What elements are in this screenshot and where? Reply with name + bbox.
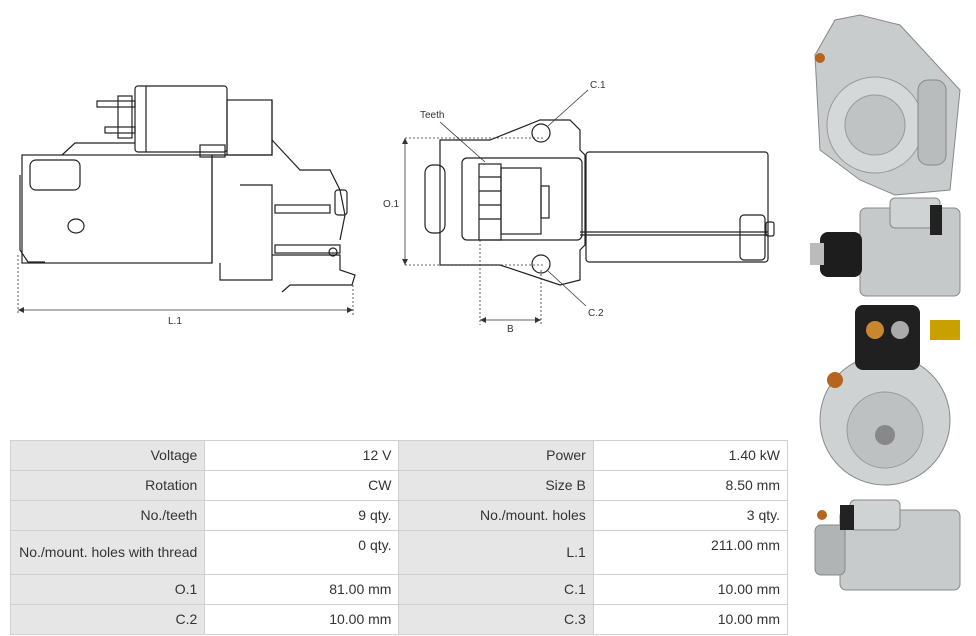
starter-motor-side-photo-2[interactable] bbox=[814, 499, 961, 591]
spec-key: C.3 bbox=[398, 604, 594, 635]
starter-motor-front-photo[interactable] bbox=[814, 14, 961, 196]
dim-label-c2: C.2 bbox=[588, 308, 604, 319]
spec-key: Size B bbox=[398, 470, 594, 501]
table-row: Rotation CW Size B 8.50 mm bbox=[9, 470, 789, 501]
spec-value: 10.00 mm bbox=[592, 574, 789, 605]
spec-key: No./mount. holes with thread bbox=[9, 530, 206, 575]
spec-key: C.1 bbox=[398, 574, 594, 605]
dim-label-teeth: Teeth bbox=[420, 110, 444, 121]
starter-front-view bbox=[424, 119, 775, 286]
table-row: C.2 10.00 mm C.3 10.00 mm bbox=[9, 604, 789, 635]
dim-label-c1: C.1 bbox=[590, 80, 606, 91]
dim-label-l1: L.1 bbox=[168, 316, 182, 327]
spec-value: 1.40 kW bbox=[592, 440, 789, 471]
spec-value: 10.00 mm bbox=[204, 604, 400, 635]
starter-motor-side-photo[interactable] bbox=[810, 197, 961, 297]
spec-key: L.1 bbox=[398, 530, 594, 575]
spec-value: 8.50 mm bbox=[592, 470, 789, 501]
spec-key: Voltage bbox=[9, 440, 206, 471]
dim-label-o1: O.1 bbox=[383, 199, 400, 210]
table-row: No./teeth 9 qty. No./mount. holes 3 qty. bbox=[9, 500, 789, 531]
spec-value: 81.00 mm bbox=[204, 574, 400, 605]
spec-key: No./teeth bbox=[9, 500, 206, 531]
table-row: No./mount. holes with thread 0 qty. L.1 … bbox=[9, 530, 789, 575]
spec-key: Rotation bbox=[9, 470, 206, 501]
spec-key: O.1 bbox=[9, 574, 206, 605]
product-photos bbox=[810, 14, 961, 591]
spec-key: Power bbox=[398, 440, 594, 471]
spec-value: 10.00 mm bbox=[592, 604, 789, 635]
specs-table: Voltage 12 V Power 1.40 kW Rotation CW S… bbox=[9, 440, 789, 635]
spec-value: 9 qty. bbox=[204, 500, 400, 531]
starter-motor-rear-photo[interactable] bbox=[819, 305, 960, 486]
table-row: O.1 81.00 mm C.1 10.00 mm bbox=[9, 574, 789, 605]
spec-value: 3 qty. bbox=[592, 500, 789, 531]
starter-side-view bbox=[19, 85, 356, 293]
spec-value: 0 qty. bbox=[204, 530, 400, 575]
dim-label-b: B bbox=[507, 324, 514, 335]
spec-value: CW bbox=[204, 470, 400, 501]
technical-drawing: L.1 O.1 B C.1 C.2 Teeth bbox=[17, 80, 775, 335]
spec-value: 211.00 mm bbox=[592, 530, 789, 575]
spec-value: 12 V bbox=[204, 440, 400, 471]
spec-key: C.2 bbox=[9, 604, 206, 635]
spec-key: No./mount. holes bbox=[398, 500, 594, 531]
table-row: Voltage 12 V Power 1.40 kW bbox=[9, 440, 789, 471]
